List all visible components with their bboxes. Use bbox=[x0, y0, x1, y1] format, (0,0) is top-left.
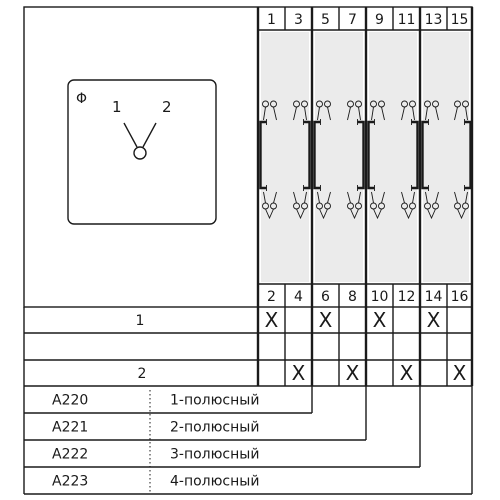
contact-panel bbox=[261, 32, 309, 282]
table-frame bbox=[23, 6, 474, 494]
contact-closed-mark: X bbox=[453, 361, 467, 385]
switch-pivot bbox=[133, 146, 147, 160]
terminal-top-label: 9 bbox=[375, 12, 384, 28]
contact-symbol bbox=[421, 100, 472, 220]
contact-symbols bbox=[259, 100, 472, 220]
terminal-bottom-label: 16 bbox=[451, 289, 469, 305]
model-row: A221 2-полюсный bbox=[24, 386, 367, 441]
model-description: 1-полюсный bbox=[170, 393, 259, 409]
contact-panel bbox=[315, 32, 363, 282]
model-code: A222 bbox=[52, 447, 88, 463]
terminal-bottom-label: 2 bbox=[267, 289, 276, 305]
model-row: A222 3-полюсный bbox=[24, 386, 421, 468]
contact-panel bbox=[369, 32, 417, 282]
position-row: 1 X X X X bbox=[136, 308, 441, 332]
terminal-bottom-label: 4 bbox=[294, 289, 303, 305]
contact-closed-mark: X bbox=[319, 308, 333, 332]
contact-symbol bbox=[259, 100, 311, 220]
terminal-top-label: 13 bbox=[425, 12, 443, 28]
terminal-bottom-label: 12 bbox=[398, 289, 416, 305]
contact-symbol bbox=[313, 100, 365, 220]
terminal-bottom-label: 8 bbox=[348, 289, 357, 305]
contact-closed-mark: X bbox=[427, 308, 441, 332]
terminal-top-label: 1 bbox=[267, 12, 276, 28]
contact-panel bbox=[423, 32, 469, 282]
switch-position-1-label: 1 bbox=[112, 98, 122, 116]
switch-phi-label: Φ bbox=[76, 91, 87, 107]
model-code: A221 bbox=[52, 420, 88, 436]
model-code: A223 bbox=[52, 474, 88, 490]
model-description: 3-полюсный bbox=[170, 447, 259, 463]
model-description: 2-полюсный bbox=[170, 420, 259, 436]
position-row: 2 X X X X bbox=[138, 361, 467, 385]
contact-symbol bbox=[367, 100, 419, 220]
terminal-bottom-label: 10 bbox=[371, 289, 389, 305]
terminal-top-label: 7 bbox=[348, 12, 357, 28]
terminal-top-label: 11 bbox=[398, 12, 416, 28]
switch-symbol: Φ 1 2 bbox=[67, 79, 217, 225]
contact-closed-mark: X bbox=[265, 308, 279, 332]
terminals-bottom: 2 4 6 8 10 12 14 16 bbox=[267, 289, 468, 305]
model-row: A220 1-полюсный bbox=[24, 386, 313, 414]
position-label: 1 bbox=[136, 313, 145, 329]
position-label: 2 bbox=[138, 366, 147, 382]
model-description: 4-полюсный bbox=[170, 474, 259, 490]
terminal-top-label: 5 bbox=[321, 12, 330, 28]
switch-position-2-label: 2 bbox=[162, 98, 172, 116]
terminal-bottom-label: 14 bbox=[425, 289, 443, 305]
contact-panels bbox=[261, 32, 469, 282]
terminal-top-label: 3 bbox=[294, 12, 303, 28]
terminal-bottom-label: 6 bbox=[321, 289, 330, 305]
model-code: A220 bbox=[52, 393, 88, 409]
contact-closed-mark: X bbox=[346, 361, 360, 385]
contact-closed-mark: X bbox=[400, 361, 414, 385]
model-row: A223 4-полюсный bbox=[24, 386, 473, 495]
terminal-top-label: 15 bbox=[451, 12, 469, 28]
contact-closed-mark: X bbox=[373, 308, 387, 332]
contact-closed-mark: X bbox=[292, 361, 306, 385]
